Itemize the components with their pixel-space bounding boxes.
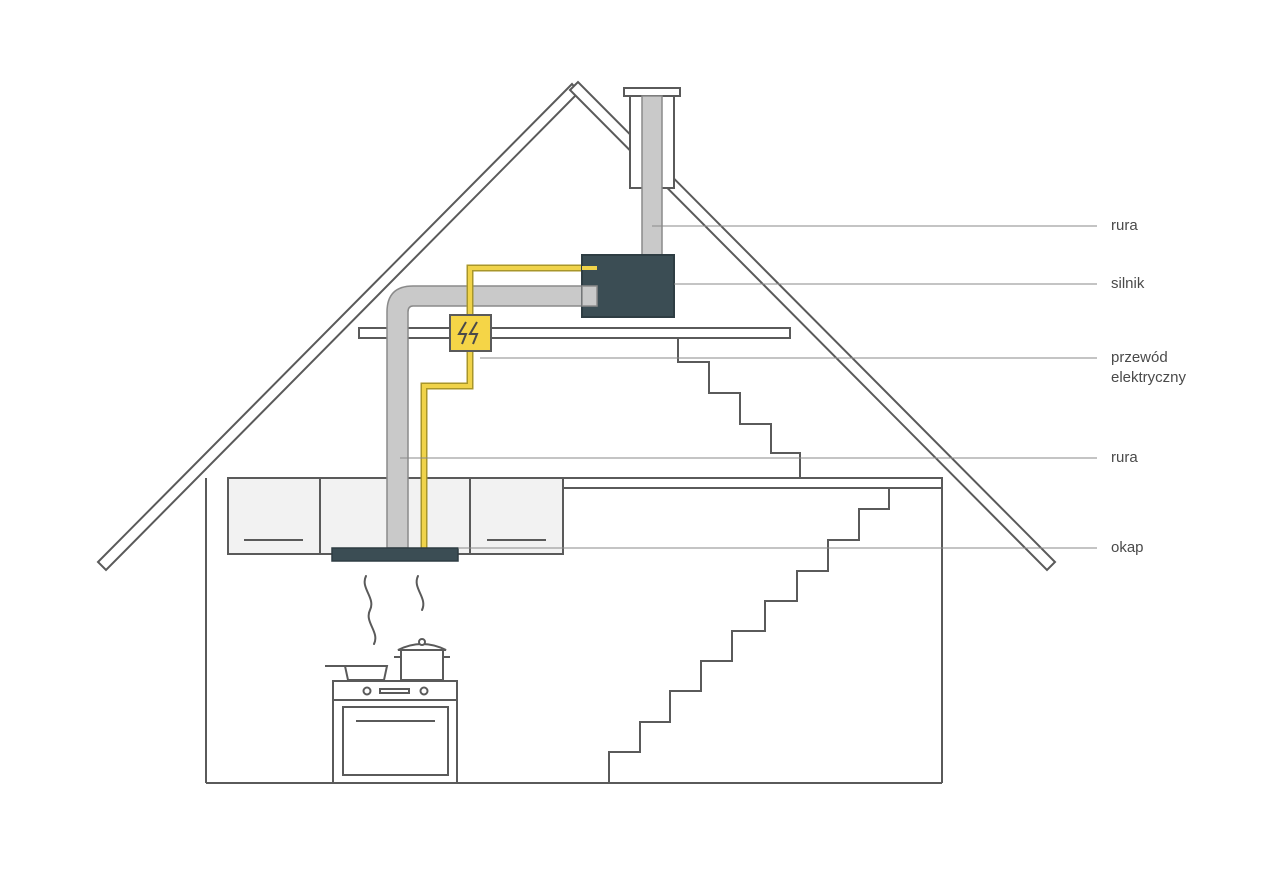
motor-duct-inlet: [581, 285, 598, 307]
steam: [363, 575, 425, 645]
leader-lines: [400, 225, 1097, 549]
junction-box: [449, 314, 492, 352]
interior-stairs: [608, 488, 890, 783]
house-walls: [205, 478, 943, 784]
frying-pan: [325, 665, 389, 681]
attic-stairs: [677, 338, 801, 478]
label-hood: okap: [1111, 539, 1144, 556]
range-hood: [331, 547, 459, 562]
label-pipe-bottom: rura: [1111, 449, 1138, 466]
label-motor: silnik: [1111, 275, 1145, 292]
lightning-bolt-icon: [457, 321, 479, 345]
electrical-cable: [420, 264, 596, 548]
label-cable-line2: elektryczny: [1111, 369, 1187, 386]
exhaust-pipe-top: [623, 87, 681, 263]
label-cable-line1: przewód: [1111, 349, 1168, 366]
label-pipe-top: rura: [1111, 217, 1138, 234]
cooking-pot: [394, 638, 450, 681]
roof: [96, 80, 1057, 572]
stove: [332, 680, 458, 784]
attic-floor: [358, 327, 791, 339]
ceiling: [562, 477, 943, 489]
